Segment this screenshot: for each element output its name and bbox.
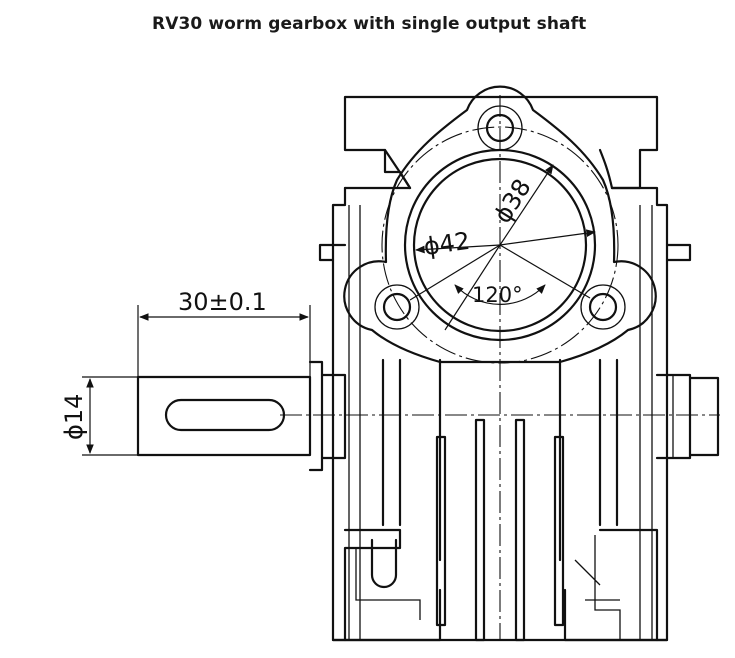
keyway-slot bbox=[164, 398, 286, 432]
housing-outline bbox=[318, 95, 692, 642]
bottom-right-feature bbox=[574, 535, 621, 640]
output-shaft bbox=[136, 360, 720, 472]
drawing-title: RV30 worm gearbox with single output sha… bbox=[152, 14, 587, 34]
shaft-diameter-label: ϕ14 bbox=[60, 394, 88, 440]
radial-dimensions bbox=[409, 164, 596, 331]
worm-section-lines bbox=[381, 358, 619, 642]
bottom-left-slot bbox=[370, 538, 398, 589]
length-label: 30±0.1 bbox=[178, 288, 267, 316]
angle-label: 120° bbox=[472, 283, 523, 307]
bolt-hole-left bbox=[382, 292, 412, 322]
diameter-dimension bbox=[82, 376, 138, 456]
length-dimension bbox=[137, 305, 311, 377]
bolt-hole-right bbox=[588, 292, 618, 322]
d42-label: ϕ42 bbox=[422, 227, 472, 261]
